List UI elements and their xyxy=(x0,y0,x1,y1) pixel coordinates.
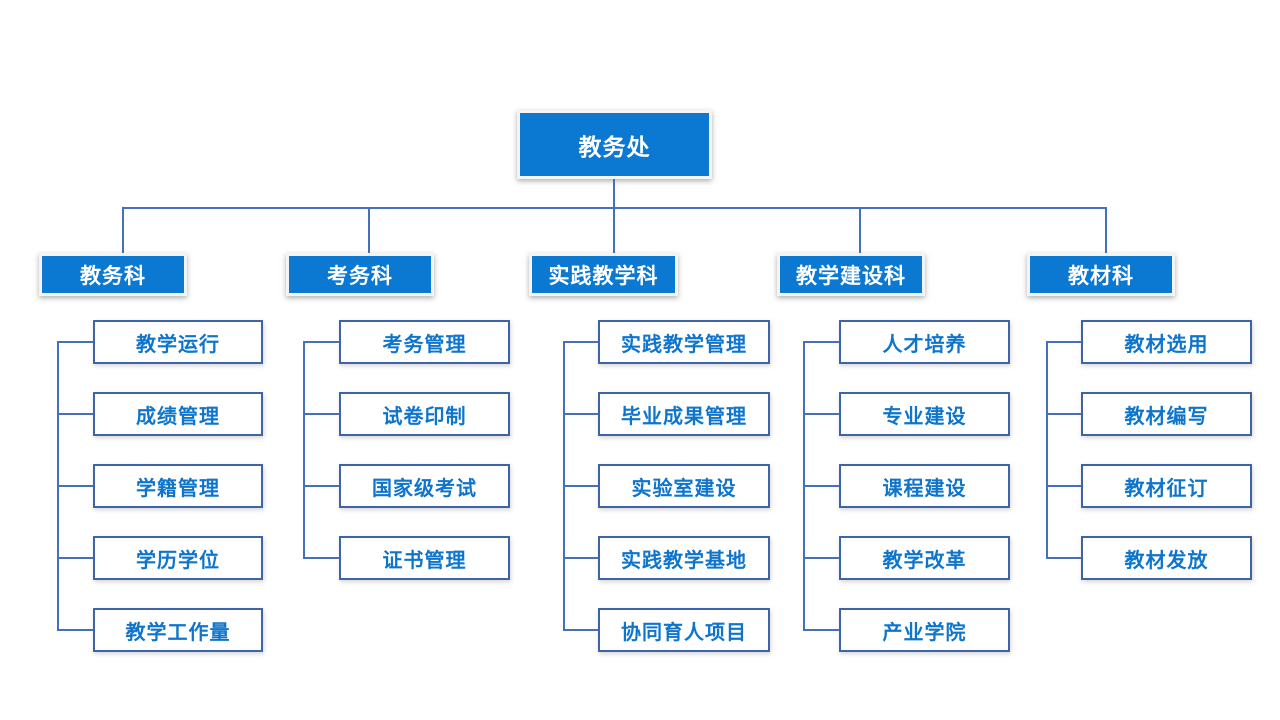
connector-stub xyxy=(563,341,598,343)
org-node-leaf[interactable]: 国家级考试 xyxy=(339,464,510,508)
org-node-leaf[interactable]: 协同育人项目 xyxy=(598,608,770,652)
org-node-leaf[interactable]: 实践教学管理 xyxy=(598,320,770,364)
connector-stub xyxy=(57,413,93,415)
connector-stub xyxy=(563,485,598,487)
org-node-leaf[interactable]: 专业建设 xyxy=(839,392,1010,436)
org-node-leaf[interactable]: 课程建设 xyxy=(839,464,1010,508)
connector-spine-2 xyxy=(303,341,305,559)
connector-stub xyxy=(803,413,839,415)
org-node-leaf[interactable]: 教学运行 xyxy=(93,320,263,364)
connector-stub xyxy=(303,341,339,343)
connector-stub xyxy=(563,557,598,559)
connector-drop-3 xyxy=(613,207,615,253)
org-node-dept-jiaowuke[interactable]: 教务科 xyxy=(39,253,187,296)
org-node-leaf[interactable]: 教材发放 xyxy=(1081,536,1252,580)
connector-stub xyxy=(803,341,839,343)
org-node-leaf[interactable]: 人才培养 xyxy=(839,320,1010,364)
connector-stub xyxy=(803,557,839,559)
connector-stub xyxy=(57,341,93,343)
connector-stub xyxy=(1046,557,1081,559)
connector-stub xyxy=(303,557,339,559)
org-node-leaf[interactable]: 产业学院 xyxy=(839,608,1010,652)
org-node-root[interactable]: 教务处 xyxy=(517,110,712,179)
connector-stub xyxy=(563,629,598,631)
org-node-dept-jiaocaike[interactable]: 教材科 xyxy=(1027,253,1175,296)
connector-drop-4 xyxy=(859,207,861,253)
org-node-leaf[interactable]: 教材选用 xyxy=(1081,320,1252,364)
connector-stub xyxy=(57,629,93,631)
org-node-leaf[interactable]: 试卷印制 xyxy=(339,392,510,436)
org-node-leaf[interactable]: 教材征订 xyxy=(1081,464,1252,508)
org-node-leaf[interactable]: 教学工作量 xyxy=(93,608,263,652)
connector-stub xyxy=(1046,413,1081,415)
connector-stub xyxy=(57,485,93,487)
connector-stub xyxy=(803,485,839,487)
connector-stub xyxy=(303,485,339,487)
connector-spine-5 xyxy=(1046,341,1048,559)
connector-root-drop xyxy=(613,179,615,208)
org-node-leaf[interactable]: 学历学位 xyxy=(93,536,263,580)
connector-drop-5 xyxy=(1105,207,1107,253)
connector-drop-1 xyxy=(122,207,124,253)
org-node-dept-jiaoxuejiansheke[interactable]: 教学建设科 xyxy=(777,253,925,296)
connector-drop-2 xyxy=(368,207,370,253)
org-node-leaf[interactable]: 毕业成果管理 xyxy=(598,392,770,436)
org-node-leaf[interactable]: 实践教学基地 xyxy=(598,536,770,580)
org-node-leaf[interactable]: 教材编写 xyxy=(1081,392,1252,436)
org-node-leaf[interactable]: 实验室建设 xyxy=(598,464,770,508)
connector-stub xyxy=(803,629,839,631)
org-node-leaf[interactable]: 教学改革 xyxy=(839,536,1010,580)
org-node-leaf[interactable]: 学籍管理 xyxy=(93,464,263,508)
org-node-dept-kaowuke[interactable]: 考务科 xyxy=(286,253,434,296)
connector-stub xyxy=(1046,341,1081,343)
org-node-leaf[interactable]: 考务管理 xyxy=(339,320,510,364)
connector-stub xyxy=(1046,485,1081,487)
connector-stub xyxy=(563,413,598,415)
org-node-leaf[interactable]: 证书管理 xyxy=(339,536,510,580)
org-node-dept-shijianjiaoxueke[interactable]: 实践教学科 xyxy=(529,253,678,296)
connector-stub xyxy=(57,557,93,559)
connector-stub xyxy=(303,413,339,415)
org-node-leaf[interactable]: 成绩管理 xyxy=(93,392,263,436)
